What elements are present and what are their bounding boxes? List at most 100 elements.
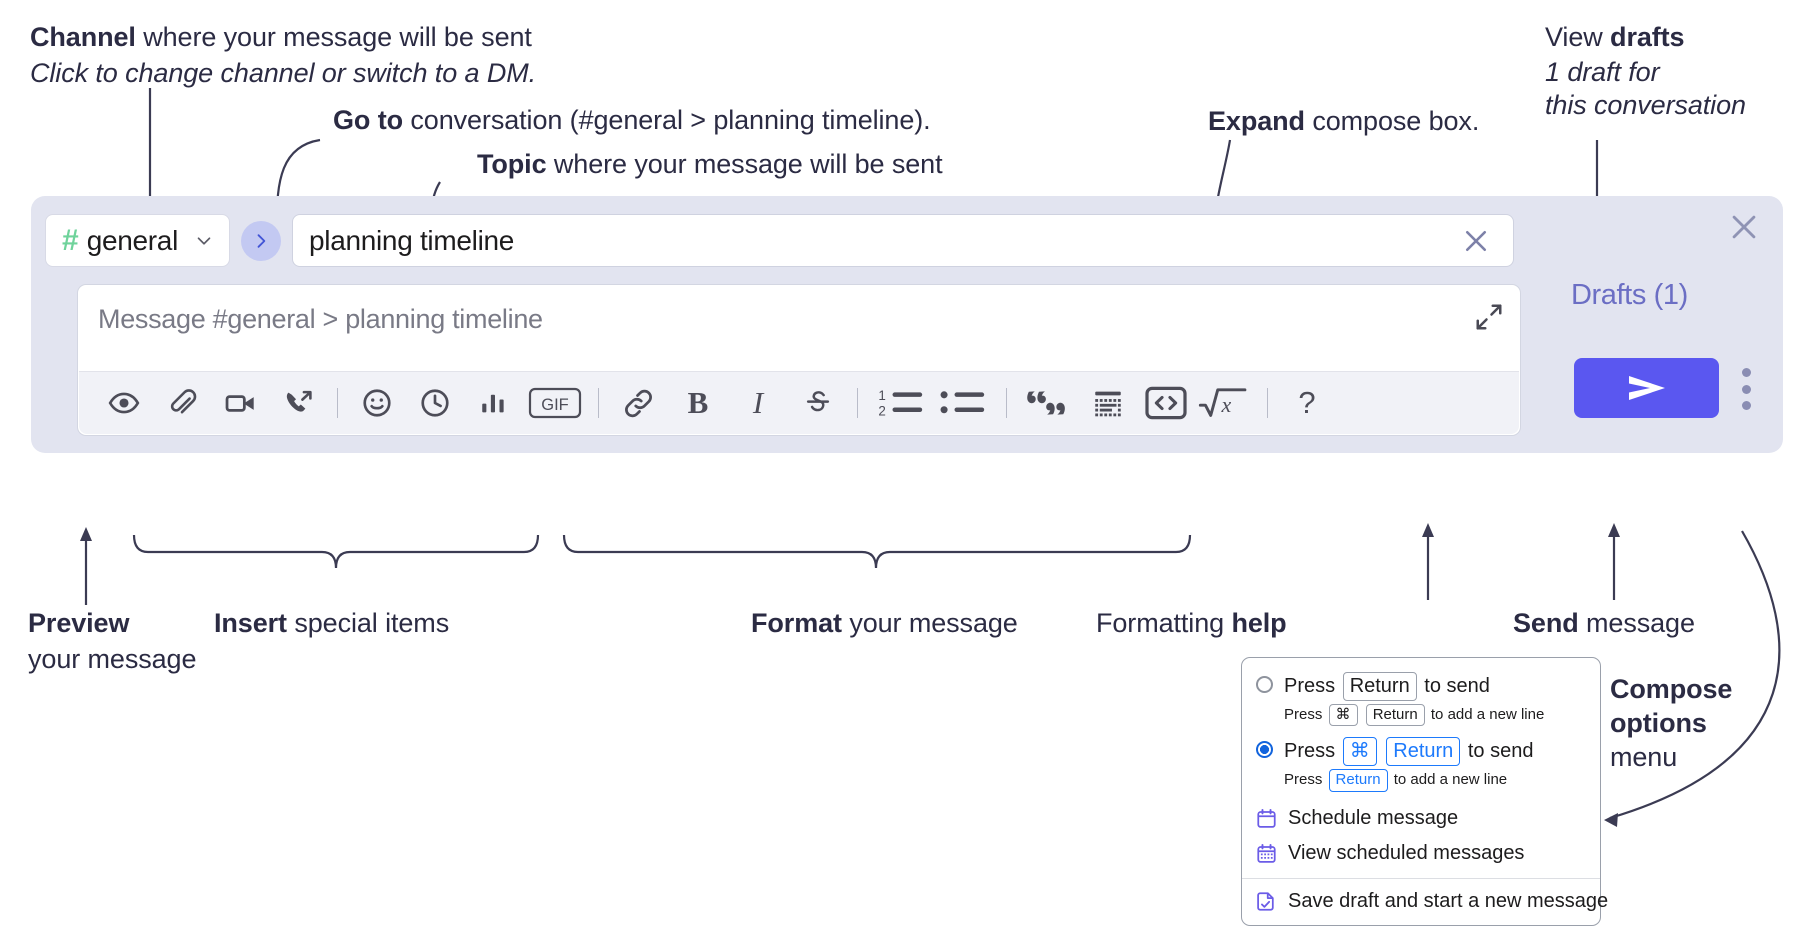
opt2-post: to send [1467, 740, 1534, 763]
radio-cmd-return[interactable] [1256, 741, 1273, 759]
bold-icon[interactable]: B [675, 380, 721, 426]
menu-item-view-scheduled[interactable]: View scheduled messages [1242, 836, 1600, 871]
annotation-topic: Topic where your message will be sent [477, 149, 943, 181]
opt2-sub-key: Return [1328, 769, 1388, 792]
topic-input[interactable]: planning timeline [292, 214, 1514, 267]
preview-icon[interactable] [101, 380, 147, 426]
gif-label: GIF [541, 396, 569, 414]
annotation-insert-rest: special items [286, 608, 450, 638]
annotation-drafts-lead: View [1545, 22, 1611, 52]
send-option-cmd-return-sub: Press Return to add a new line [1284, 769, 1600, 792]
chevron-down-icon [197, 236, 211, 245]
italic-glyph: I [752, 385, 764, 420]
send-paper-plane-icon [1628, 376, 1665, 400]
inline-code-icon[interactable] [1141, 380, 1191, 426]
gif-icon[interactable]: GIF [528, 380, 582, 426]
opt1-key: Return [1342, 672, 1417, 701]
send-option-cmd-return[interactable]: Press ⌘ Return to send [1242, 735, 1600, 767]
opt1-post: to send [1424, 675, 1490, 697]
opt2-key2: Return [1386, 737, 1461, 767]
annotation-compose-options-line1: Compose [1610, 674, 1733, 704]
ordered-list-num-1: 1 [878, 388, 885, 403]
menu-item-save-draft[interactable]: Save draft and start a new message [1242, 884, 1608, 919]
audio-call-icon[interactable] [275, 380, 321, 426]
annotation-formatting-help: Formatting help [1096, 608, 1287, 640]
annotation-channel: Channel where your message will be sent … [30, 22, 536, 90]
annotation-formatting-help-lead: Formatting [1096, 608, 1232, 638]
toolbar-divider-4 [1006, 388, 1007, 418]
compose-panel: # general planning timeline Message #g [31, 196, 1783, 453]
annotation-compose-options-line3: menu [1610, 741, 1678, 772]
drafts-link[interactable]: Drafts (1) [1571, 279, 1688, 311]
goto-conversation-button[interactable] [241, 220, 281, 261]
annotation-format-bold: Format [751, 608, 842, 638]
send-button[interactable] [1574, 358, 1719, 418]
chevron-right-icon [257, 233, 266, 248]
hash-icon: # [62, 223, 79, 257]
toolbar-divider-5 [1267, 388, 1268, 418]
expand-compose-icon[interactable] [1474, 302, 1504, 332]
code-block-icon[interactable] [1085, 380, 1131, 426]
clear-topic-icon[interactable] [1461, 226, 1491, 256]
message-editor[interactable]: Message #general > planning timeline [77, 284, 1521, 436]
poll-icon[interactable] [470, 380, 516, 426]
link-icon[interactable] [615, 380, 661, 426]
annotation-send: Send message [1513, 608, 1695, 640]
radio-return[interactable] [1256, 676, 1273, 693]
video-icon[interactable] [217, 380, 263, 426]
clock-icon[interactable] [412, 380, 458, 426]
menu-item-schedule-label: Schedule message [1288, 806, 1459, 829]
menu-item-schedule-message[interactable]: Schedule message [1242, 801, 1600, 836]
emoji-icon[interactable] [354, 380, 400, 426]
schedule-calendar-icon [1256, 808, 1277, 829]
annotation-channel-sub: Click to change channel or switch to a D… [30, 57, 537, 88]
kebab-dot-3 [1741, 401, 1751, 410]
latex-icon[interactable]: x [1195, 380, 1251, 426]
save-draft-icon [1256, 891, 1277, 912]
annotation-compose-options: Compose options menu [1610, 673, 1814, 774]
annotation-topic-bold: Topic [477, 149, 547, 179]
annotation-format: Format your message [751, 608, 1018, 640]
annotation-preview-line2: your message [28, 643, 197, 674]
annotation-expand-rest: compose box. [1304, 106, 1480, 136]
message-placeholder: Message #general > planning timeline [98, 304, 543, 334]
toolbar-divider-2 [598, 388, 599, 418]
blockquote-icon[interactable] [1023, 380, 1077, 426]
compose-header-row: # general planning timeline [45, 214, 1514, 267]
annotation-goto-bold: Go to [333, 105, 403, 135]
strikethrough-icon[interactable] [795, 380, 841, 426]
topic-value: planning timeline [309, 224, 515, 256]
send-option-return-label: Press Return to send [1284, 672, 1490, 701]
menu-item-save-draft-label: Save draft and start a new message [1288, 889, 1609, 912]
opt1-sub-pre: Press [1284, 706, 1323, 723]
annotation-channel-rest: where your message will be sent [135, 22, 532, 52]
opt2-key1: ⌘ [1342, 737, 1377, 767]
ordered-list-icon[interactable]: 1 2 [874, 380, 928, 426]
menu-divider [1242, 877, 1600, 879]
annotation-topic-rest: where your message will be sent [546, 149, 943, 179]
compose-options-button[interactable] [1731, 368, 1761, 410]
opt2-sub-post: to add a new line [1393, 771, 1508, 789]
opt2-sub-pre: Press [1284, 771, 1323, 789]
formatting-toolbar: GIF B I [79, 371, 1519, 434]
send-option-return-sub: Press ⌘ Return to add a new line [1284, 704, 1600, 727]
annotation-drafts-sub2: this conversation [1545, 89, 1746, 120]
ordered-list-num-2: 2 [878, 404, 885, 419]
send-option-return[interactable]: Press Return to send [1242, 670, 1600, 701]
annotation-channel-bold: Channel [30, 22, 136, 52]
annotation-expand: Expand compose box. [1208, 106, 1479, 138]
svg-text:x: x [1221, 392, 1232, 417]
opt1-sub-key2: Return [1365, 704, 1425, 727]
annotation-insert: Insert special items [214, 608, 449, 640]
channel-selector[interactable]: # general [45, 214, 230, 267]
annotation-compose-options-line2: options [1610, 707, 1707, 738]
kebab-dot-2 [1741, 384, 1751, 394]
help-icon[interactable]: ? [1284, 380, 1330, 426]
channel-name: general [86, 224, 179, 256]
attachment-icon[interactable] [159, 380, 205, 426]
close-icon[interactable] [1727, 210, 1761, 244]
opt2-pre: Press [1284, 740, 1336, 763]
italic-icon[interactable]: I [735, 380, 781, 426]
bulleted-list-icon[interactable] [936, 380, 990, 426]
toolbar-divider-3 [857, 388, 858, 418]
